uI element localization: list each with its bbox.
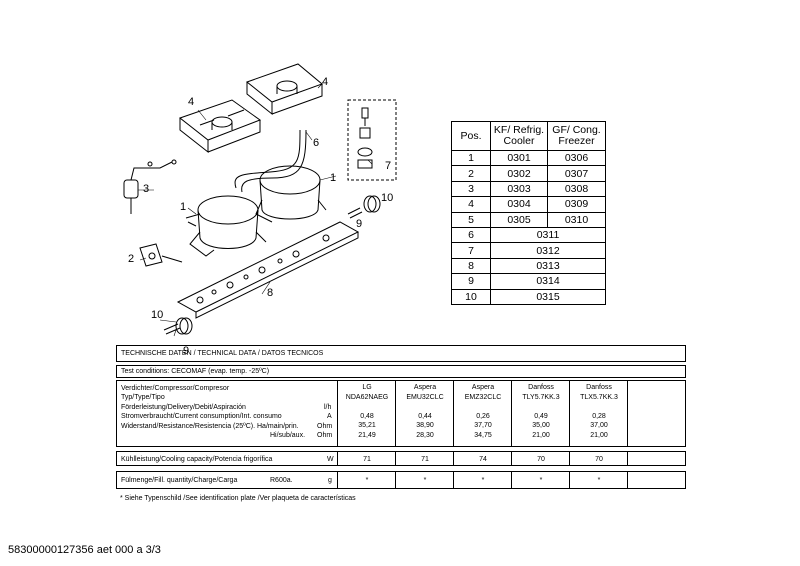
label-current: Stromverbraucht/Current consumption/Int.… xyxy=(121,413,282,420)
tech-cooling-row: Kühlleistung/Cooling capacity/Potencia f… xyxy=(116,451,686,466)
position-table: Pos. KF/ Refrig. Cooler GF/ Cong. Freeze… xyxy=(451,121,606,305)
header-kf: KF/ Refrig. Cooler xyxy=(490,121,548,151)
callout-4-left: 4 xyxy=(188,96,195,108)
callout-3: 3 xyxy=(143,183,150,195)
unit-cooling: W xyxy=(327,456,334,463)
fill-value: * xyxy=(597,477,601,484)
callout-2: 2 xyxy=(128,253,135,265)
fill-value: * xyxy=(539,477,543,484)
unit-delivery: l/h xyxy=(324,404,332,411)
table-row: 9 0314 xyxy=(451,273,606,290)
table-row: 6 0311 xyxy=(451,226,606,244)
technical-data-table: TECHNISCHE DATEN / TECHNICAL DATA / DATO… xyxy=(116,345,686,490)
part-3-capacitor xyxy=(123,159,177,214)
unit-resistance-main: Ohm xyxy=(317,423,333,430)
document-id: 58300000127356 aet 000 a 3/3 xyxy=(8,544,161,556)
callout-7: 7 xyxy=(385,160,392,172)
exploded-parts-drawing xyxy=(123,63,397,337)
part-7-screw-kit xyxy=(347,99,397,181)
callout-1-left: 1 xyxy=(180,201,187,213)
callout-6: 6 xyxy=(313,137,320,149)
cooling-value: 70 xyxy=(595,456,603,463)
tech-conditions: Test conditions: CECOMAF (evap. temp. -2… xyxy=(121,368,270,375)
cooling-value: 70 xyxy=(537,456,545,463)
compressor-col-4: Danfoss TLY5.7KK.3 0,49 35,00 21,00 xyxy=(522,384,560,439)
header-gf: GF/ Cong. Freezer xyxy=(547,121,606,151)
part-1-compressor-left xyxy=(187,195,267,257)
table-row: 7 0312 xyxy=(451,242,606,259)
part-6-tube xyxy=(234,129,307,193)
screw-icon xyxy=(185,213,201,219)
label-type: Typ/Type/Tipo xyxy=(121,394,165,401)
cooling-value: 71 xyxy=(363,456,371,463)
part-10-grommet-right xyxy=(363,195,381,213)
fill-value: * xyxy=(423,477,427,484)
tech-conditions-row: Test conditions: CECOMAF (evap. temp. -2… xyxy=(116,365,686,378)
fill-value: * xyxy=(481,477,485,484)
label-resistance-aux: Hi/sub/aux. xyxy=(270,432,306,439)
part-9-pin-left xyxy=(163,323,181,335)
tech-title-row: TECHNISCHE DATEN / TECHNICAL DATA / DATO… xyxy=(116,345,686,362)
label-fill: Fülmenge/Fill. quantity/Charge/Carga xyxy=(121,477,238,484)
label-cooling: Kühlleistung/Cooling capacity/Potencia f… xyxy=(121,456,273,463)
callout-10-right: 10 xyxy=(381,192,394,204)
callout-8: 8 xyxy=(267,287,274,299)
footnote: * Siehe Typenschild /See identification … xyxy=(120,495,356,502)
tech-fill-row: Fülmenge/Fill. quantity/Charge/Carga R60… xyxy=(116,471,686,489)
callout-9-left: 9 xyxy=(183,345,190,357)
compressor-col-5: Danfoss TLX5.7KK.3 0,28 37,00 21,00 xyxy=(580,384,618,439)
callout-9-right: 9 xyxy=(356,218,363,230)
table-row: 2 0302 0307 xyxy=(451,165,606,182)
table-row: 8 0313 xyxy=(451,257,606,275)
callout-10-left: 10 xyxy=(151,309,164,321)
tech-title: TECHNISCHE DATEN / TECHNICAL DATA / DATO… xyxy=(121,350,324,357)
table-row: 4 0304 0309 xyxy=(451,196,606,213)
fill-refrigerant: R600a. xyxy=(270,477,293,484)
table-row: 1 0301 0306 xyxy=(451,149,606,167)
table-row: 5 0305 0310 xyxy=(451,211,606,228)
part-10-grommet-left xyxy=(175,317,193,335)
table-row: 3 0303 0308 xyxy=(451,180,606,198)
label-compressor: Verdichter/Compressor/Compresor xyxy=(121,385,230,392)
part-9-pin-right xyxy=(347,207,363,219)
position-table-header: Pos. KF/ Refrig. Cooler GF/ Cong. Freeze… xyxy=(451,121,606,151)
compressor-col-3: Aspera EMZ32CLC 0,26 37,70 34,75 xyxy=(464,384,502,439)
compressor-col-1: LG NDA62NAEG 0,48 35,21 21,49 xyxy=(345,384,389,439)
unit-current: A xyxy=(327,413,332,420)
part-8-mounting-rail xyxy=(176,221,360,319)
cooling-value: 71 xyxy=(421,456,429,463)
label-delivery: Förderleistung/Delivery/Debit/Aspiración xyxy=(121,404,246,411)
callout-4-right: 4 xyxy=(322,76,329,88)
callout-1-right: 1 xyxy=(330,172,337,184)
cooling-value: 74 xyxy=(479,456,487,463)
label-resistance-main: Widerstand/Resistance/Resistencia (25ºC)… xyxy=(121,423,299,430)
part-4-cover-right xyxy=(245,63,323,116)
tech-main-block: Verdichter/Compressor/Compresor Typ/Type… xyxy=(116,380,686,447)
unit-fill: g xyxy=(328,477,332,484)
part-2-relay xyxy=(139,243,183,267)
part-4-cover-left xyxy=(178,99,262,154)
compressor-col-2: Aspera EMU32CLC 0,44 38,90 28,30 xyxy=(406,384,444,439)
table-row: 10 0315 xyxy=(451,288,606,305)
unit-resistance-aux: Ohm xyxy=(317,432,333,439)
header-pos: Pos. xyxy=(451,121,491,151)
fill-value: * xyxy=(365,477,369,484)
